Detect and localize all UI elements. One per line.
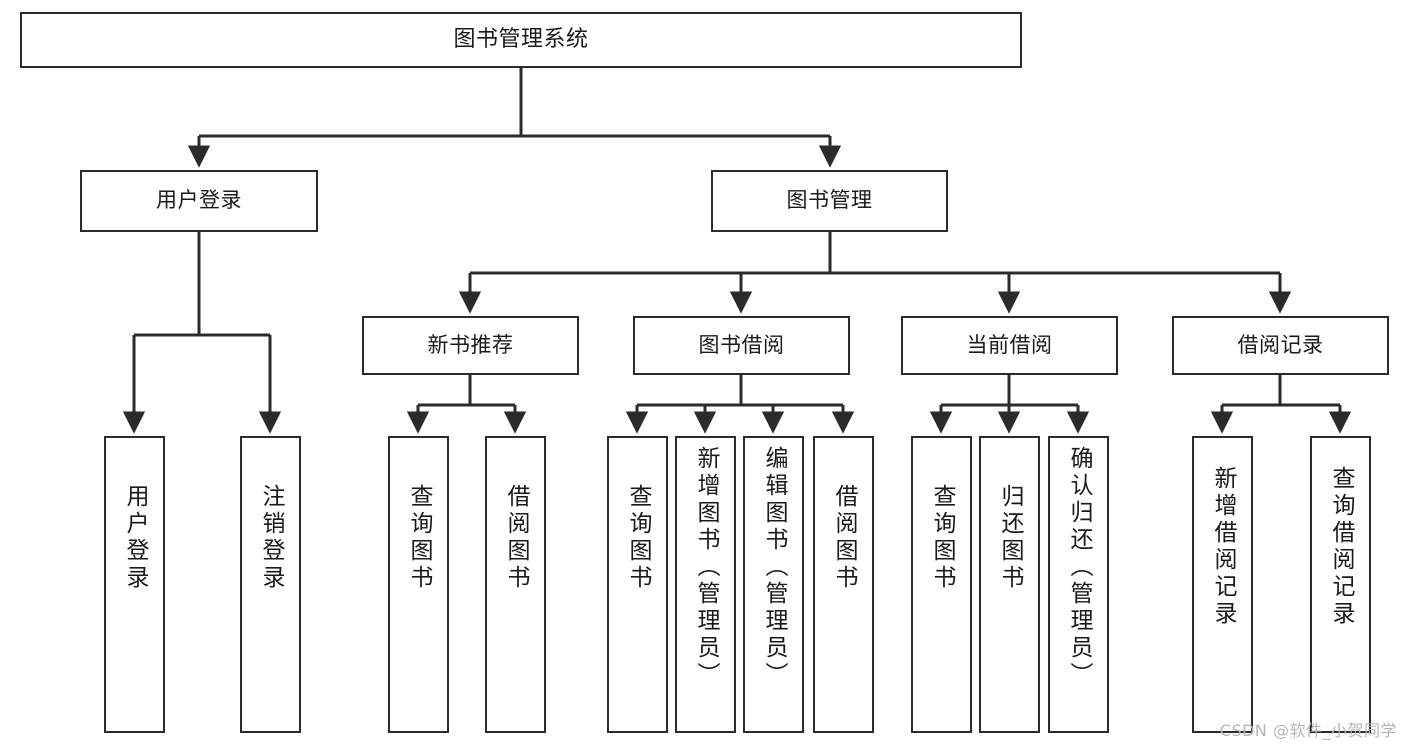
node-leaf-cb-confirm-return[interactable]: 确认归还（管理员） bbox=[1048, 436, 1109, 733]
node-leaf-br-add-record[interactable]: 新增借阅记录 bbox=[1192, 436, 1253, 733]
node-leaf-br-add-record-label: 新增借阅记录 bbox=[1210, 466, 1236, 628]
node-leaf-rec-borrow-book-label: 借阅图书 bbox=[503, 484, 529, 592]
node-leaf-rec-query-book-label: 查询图书 bbox=[406, 484, 432, 592]
node-new-book-rec-label: 新书推荐 bbox=[427, 332, 514, 357]
node-book-borrow-label: 图书借阅 bbox=[698, 332, 785, 357]
node-leaf-bb-borrow-book[interactable]: 借阅图书 bbox=[813, 436, 874, 733]
node-leaf-rec-query-book[interactable]: 查询图书 bbox=[388, 436, 449, 733]
csdn-watermark: CSDN @软件_小贺同学 bbox=[1219, 721, 1397, 740]
node-leaf-cb-query-book[interactable]: 查询图书 bbox=[911, 436, 972, 733]
node-leaf-user-login-label: 用户登录 bbox=[122, 484, 148, 592]
node-leaf-cb-return-book[interactable]: 归还图书 bbox=[979, 436, 1040, 733]
node-leaf-bb-add-book-label: 新增图书（管理员） bbox=[693, 446, 719, 689]
node-leaf-cb-query-book-label: 查询图书 bbox=[929, 484, 955, 592]
node-leaf-bb-query-book[interactable]: 查询图书 bbox=[607, 436, 668, 733]
node-leaf-bb-add-book[interactable]: 新增图书（管理员） bbox=[675, 436, 736, 733]
node-user-login-label: 用户登录 bbox=[156, 188, 242, 213]
node-leaf-bb-query-book-label: 查询图书 bbox=[625, 484, 651, 592]
node-book-borrow[interactable]: 图书借阅 bbox=[633, 316, 850, 375]
node-leaf-user-logout[interactable]: 注销登录 bbox=[240, 436, 301, 733]
node-leaf-br-query-record-label: 查询借阅记录 bbox=[1328, 466, 1354, 628]
node-leaf-user-logout-label: 注销登录 bbox=[258, 484, 284, 592]
node-leaf-br-query-record[interactable]: 查询借阅记录 bbox=[1310, 436, 1371, 733]
node-book-manage-label: 图书管理 bbox=[786, 188, 873, 213]
node-leaf-user-login[interactable]: 用户登录 bbox=[104, 436, 165, 733]
node-leaf-bb-edit-book-label: 编辑图书（管理员） bbox=[761, 446, 787, 689]
node-borrow-record-label: 借阅记录 bbox=[1237, 332, 1324, 357]
node-leaf-cb-return-book-label: 归还图书 bbox=[997, 484, 1023, 592]
node-new-book-rec[interactable]: 新书推荐 bbox=[362, 316, 579, 375]
node-user-login[interactable]: 用户登录 bbox=[80, 170, 318, 232]
node-leaf-bb-borrow-book-label: 借阅图书 bbox=[831, 484, 857, 592]
node-leaf-bb-edit-book[interactable]: 编辑图书（管理员） bbox=[743, 436, 804, 733]
node-leaf-rec-borrow-book[interactable]: 借阅图书 bbox=[485, 436, 546, 733]
node-current-borrow-label: 当前借阅 bbox=[966, 332, 1053, 357]
node-book-manage[interactable]: 图书管理 bbox=[711, 170, 948, 232]
node-root-system-label: 图书管理系统 bbox=[453, 26, 589, 52]
node-current-borrow[interactable]: 当前借阅 bbox=[901, 316, 1118, 375]
node-root-system[interactable]: 图书管理系统 bbox=[20, 12, 1022, 68]
node-borrow-record[interactable]: 借阅记录 bbox=[1172, 316, 1389, 375]
node-leaf-cb-confirm-return-label: 确认归还（管理员） bbox=[1066, 446, 1092, 689]
